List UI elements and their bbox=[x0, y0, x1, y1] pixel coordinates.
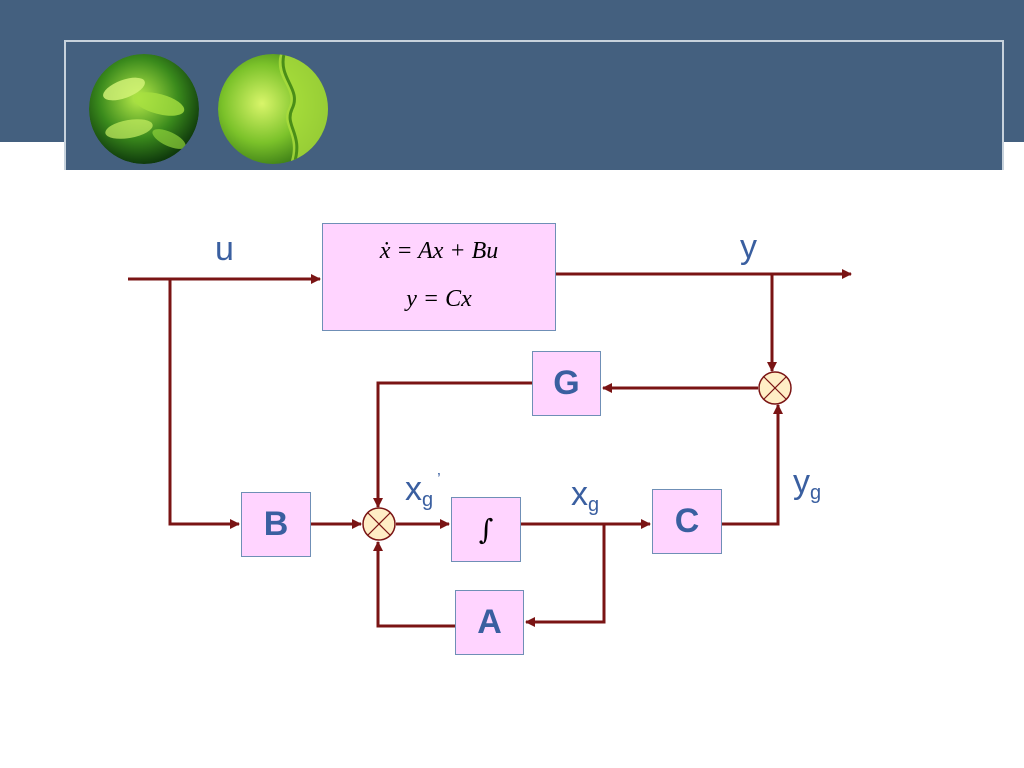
plant-equation-block: ẋ = Ax + Bu y = Cx bbox=[322, 223, 556, 331]
signal-xg-label: xg bbox=[571, 475, 600, 516]
block-a: A bbox=[455, 590, 524, 655]
leaf-orb-image bbox=[89, 54, 199, 164]
signal-y-label: y bbox=[740, 228, 757, 266]
wire-c-to-junction bbox=[722, 404, 783, 526]
wire-xg-to-a bbox=[525, 524, 606, 627]
output-equation: y = Cx bbox=[406, 286, 472, 312]
wire-g-to-junction bbox=[373, 381, 532, 508]
block-g: G bbox=[532, 351, 601, 416]
signal-xg-prime-label: xg’ bbox=[405, 470, 441, 511]
block-c: C bbox=[652, 489, 722, 554]
block-b: B bbox=[241, 492, 311, 557]
puzzle-orb-image bbox=[218, 54, 328, 164]
state-equation: ẋ = Ax + Bu bbox=[379, 238, 499, 264]
summing-junction-left bbox=[362, 507, 396, 541]
wire-a-to-junction bbox=[373, 541, 455, 628]
integrator-block: ∫ bbox=[451, 497, 521, 562]
summing-junction-right bbox=[758, 371, 792, 405]
wire-u-to-b bbox=[168, 279, 240, 529]
signal-yg-label: yg bbox=[793, 463, 822, 504]
signal-u-label: u bbox=[215, 230, 234, 268]
